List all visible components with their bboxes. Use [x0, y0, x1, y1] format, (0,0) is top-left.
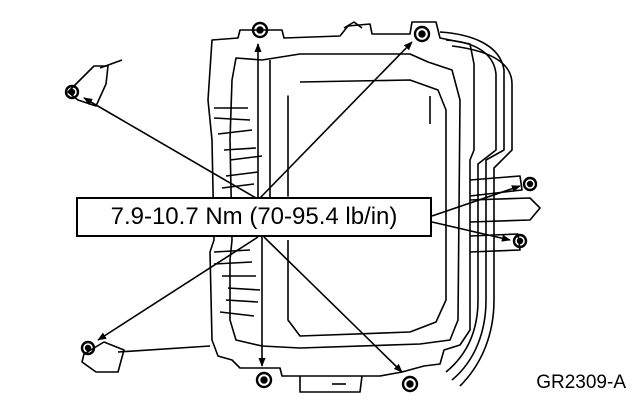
arrow-lower-left — [97, 236, 259, 341]
fasteners — [64, 21, 538, 393]
lower-center-bolt-icon — [255, 371, 273, 389]
arrow-right-lower — [431, 221, 511, 242]
torque-spec-callout: 7.9-10.7 Nm (70-95.4 lb/in) — [76, 197, 432, 237]
right-upper-bolt-icon — [522, 176, 538, 192]
upper-center-bolt-icon — [251, 21, 269, 39]
lower-left-bolt-icon — [80, 340, 96, 356]
arrow-lower-right — [263, 236, 403, 373]
arrow-upper-left — [83, 97, 257, 199]
torque-spec-text: 7.9-10.7 Nm (70-95.4 lb/in) — [110, 203, 398, 230]
arrow-right-upper — [431, 185, 521, 217]
frame-assembly — [67, 21, 541, 393]
leader-arrows — [83, 41, 521, 373]
figure-id: GR2309-A — [536, 372, 626, 393]
right-lower-bolt-icon — [512, 233, 528, 249]
upper-right-bolt-icon — [413, 25, 431, 43]
lower-right-bolt-icon — [401, 375, 419, 393]
arrow-upper-right — [259, 41, 413, 199]
upper-left-bolt-icon — [64, 84, 80, 100]
